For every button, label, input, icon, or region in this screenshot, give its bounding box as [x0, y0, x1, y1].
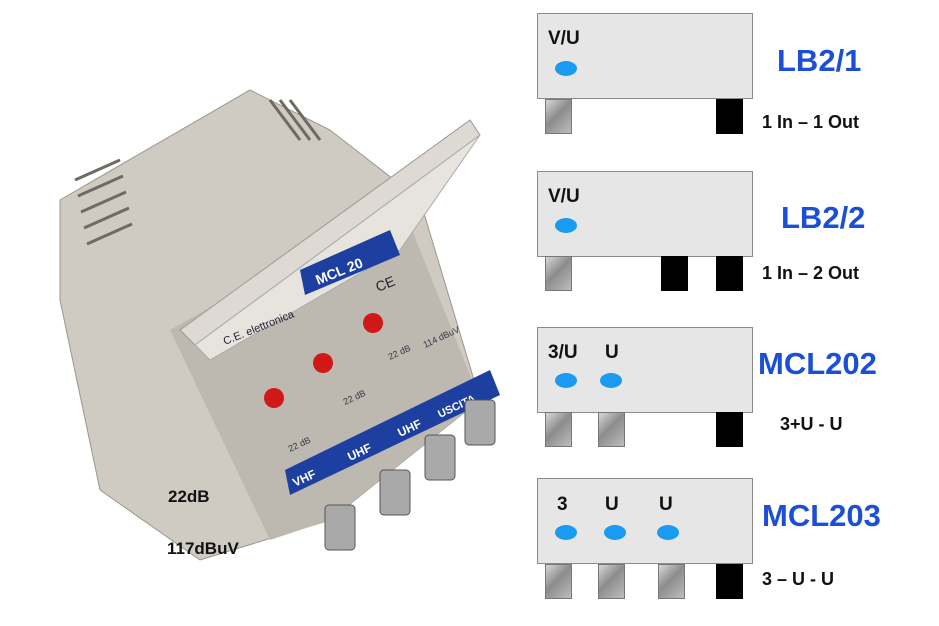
input-port-icon	[545, 564, 572, 599]
input-label: V/U	[548, 28, 580, 49]
amplifier-photo: MCL 20 C.E. elettronica CE VHF UHF UHF U…	[59, 89, 500, 561]
model-name: MCL202	[758, 346, 877, 381]
output-port-icon	[716, 99, 743, 134]
input-knob-icon	[555, 61, 577, 76]
input-port-icon	[658, 564, 685, 599]
model-caption: 1 In – 1 Out	[762, 112, 860, 132]
input-port-icon	[545, 256, 572, 291]
input-label: V/U	[548, 186, 580, 207]
input-knob-icon	[604, 525, 626, 540]
model-name: LB2/2	[781, 200, 866, 235]
input-label: 3/U	[548, 342, 578, 363]
input-label: 3	[557, 494, 568, 515]
input-label: U	[659, 494, 673, 515]
input-knob-icon	[600, 373, 622, 388]
input-knob-icon	[657, 525, 679, 540]
model-caption: 3 – U - U	[762, 569, 835, 589]
model-caption: 3+U - U	[780, 414, 843, 434]
input-port-icon	[598, 564, 625, 599]
input-port-icon	[545, 412, 572, 447]
model-caption: 1 In – 2 Out	[762, 263, 860, 283]
input-port-icon	[598, 412, 625, 447]
input-knob-icon	[555, 525, 577, 540]
output-port-icon	[661, 256, 688, 291]
amplifier-box	[537, 478, 753, 564]
gain-spec: 22dB	[168, 487, 210, 506]
output-port-icon	[716, 256, 743, 291]
input-knob-icon	[555, 373, 577, 388]
input-label: U	[605, 342, 619, 363]
input-port-icon	[545, 99, 572, 134]
model-name: MCL203	[762, 498, 881, 533]
output-level-spec: 117dBuV	[167, 539, 239, 558]
photo-ce-mark: CE	[373, 273, 397, 295]
input-knob-icon	[555, 218, 577, 233]
model-name: LB2/1	[777, 43, 862, 78]
output-port-icon	[716, 564, 743, 599]
amplifier-box	[537, 327, 753, 413]
output-port-icon	[716, 412, 743, 447]
input-label: U	[605, 494, 619, 515]
amplifier-box	[537, 13, 753, 99]
amplifier-box	[537, 171, 753, 257]
